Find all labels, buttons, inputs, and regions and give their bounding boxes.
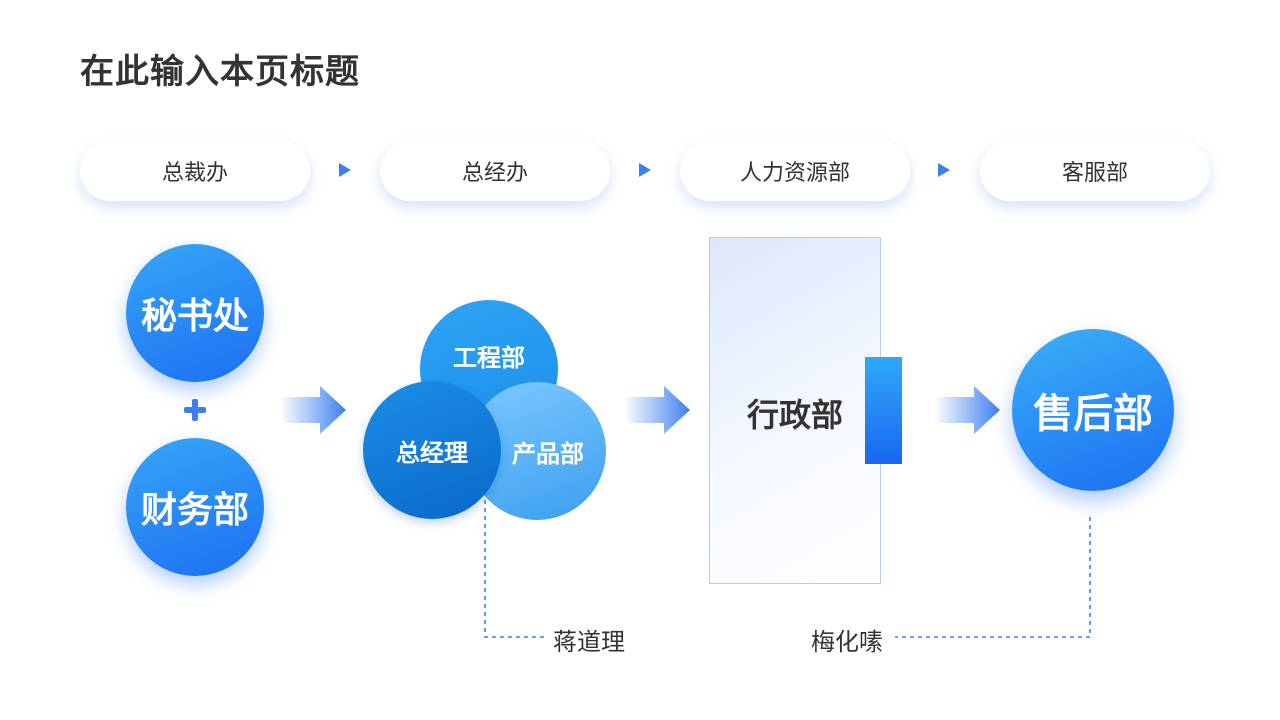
flow-step-customer-service: 客服部 (980, 141, 1210, 201)
arrow-right-icon (280, 386, 346, 434)
node-general-manager: 总经理 (363, 381, 501, 519)
flow-step-general-office: 总经办 (380, 141, 610, 201)
arrow-right-icon (624, 386, 690, 434)
triangle-right-icon (339, 163, 351, 177)
node-product-label: 产品部 (512, 439, 584, 468)
flow-step-president-office: 总裁办 (80, 141, 310, 201)
admin-label: 行政部 (746, 396, 843, 434)
node-after-sales: 售后部 (1012, 329, 1174, 491)
node-engineering-label: 工程部 (453, 344, 525, 372)
arrow-right-icon (934, 386, 1000, 434)
connector-gm-person (484, 500, 545, 638)
person-left-name: 蒋道理 (553, 628, 625, 656)
triangle-right-icon (639, 163, 651, 177)
page-title: 在此输入本页标题 (80, 52, 360, 92)
connector-aftersales-person (895, 517, 1091, 638)
triangle-right-icon (938, 163, 950, 177)
flow-step-hr: 人力资源部 (680, 141, 910, 201)
person-right-name: 梅化嗉 (811, 628, 883, 656)
plus-icon (184, 399, 206, 421)
node-secretary: 秘书处 (126, 244, 264, 382)
node-finance: 财务部 (126, 438, 264, 576)
accent-bar (865, 357, 902, 464)
admin-panel (709, 237, 881, 584)
